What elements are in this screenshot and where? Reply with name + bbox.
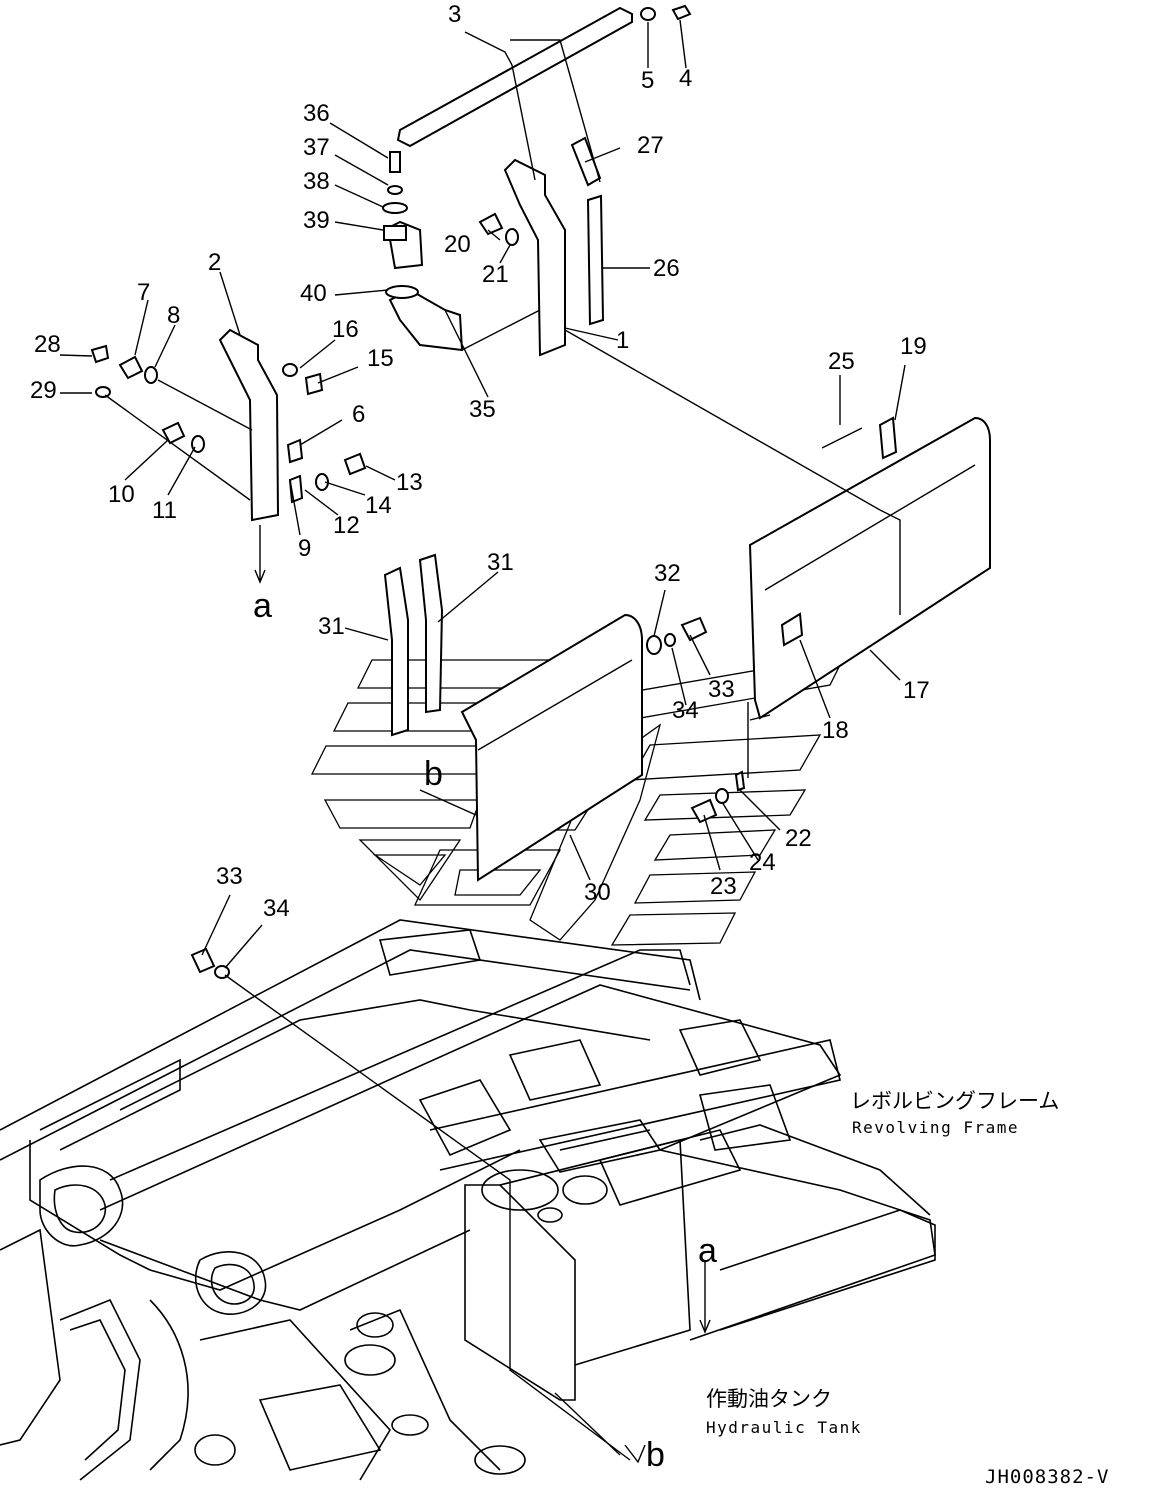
callout-20: 20 bbox=[444, 231, 471, 258]
callout-31-right: 31 bbox=[487, 549, 514, 576]
callout-31-left: 31 bbox=[318, 613, 345, 640]
callout-35: 35 bbox=[469, 396, 496, 423]
revolving-frame-label-en: Revolving Frame bbox=[852, 1118, 1019, 1137]
callout-18: 18 bbox=[822, 717, 849, 744]
hydraulic-tank-label-jp: 作動油タンク bbox=[706, 1387, 832, 1411]
callout-34-upper: 34 bbox=[672, 697, 699, 724]
ref-a-top: a bbox=[253, 587, 272, 625]
callout-12: 12 bbox=[333, 512, 360, 539]
leader-lines bbox=[59, 19, 906, 1464]
callout-21: 21 bbox=[482, 261, 509, 288]
callout-28: 28 bbox=[34, 331, 61, 358]
callout-19: 19 bbox=[900, 333, 927, 360]
hydraulic-tank-label-en: Hydraulic Tank bbox=[706, 1418, 862, 1437]
callout-2: 2 bbox=[208, 249, 221, 276]
callout-15: 15 bbox=[367, 345, 394, 372]
callout-5: 5 bbox=[641, 67, 654, 94]
callout-23: 23 bbox=[710, 873, 737, 900]
component-labels: レボルビングフレーム Revolving Frame 作動油タンク Hydrau… bbox=[706, 1089, 1059, 1437]
callout-38: 38 bbox=[303, 168, 330, 195]
callout-33-lower: 33 bbox=[216, 863, 243, 890]
callout-33-upper: 33 bbox=[708, 676, 735, 703]
callout-27: 27 bbox=[637, 132, 664, 159]
parts-drawing bbox=[90, 4, 991, 979]
ref-b-cover: b bbox=[424, 755, 443, 793]
callout-24: 24 bbox=[749, 849, 776, 876]
callout-40: 40 bbox=[300, 280, 327, 307]
callout-9: 9 bbox=[298, 535, 311, 562]
callout-4: 4 bbox=[679, 65, 692, 92]
revolving-frame-label-jp: レボルビングフレーム bbox=[850, 1089, 1059, 1113]
ref-a-tank: a bbox=[698, 1232, 717, 1270]
callout-10: 10 bbox=[108, 481, 135, 508]
callout-13: 13 bbox=[396, 469, 423, 496]
callout-14: 14 bbox=[365, 492, 392, 519]
callout-17: 17 bbox=[903, 677, 930, 704]
drawing-code: JH008382-V bbox=[985, 1466, 1109, 1488]
callout-labels: 1 2 3 4 5 6 7 8 9 10 11 12 13 14 15 16 1… bbox=[30, 1, 930, 922]
callout-16: 16 bbox=[332, 316, 359, 343]
callout-25: 25 bbox=[828, 348, 855, 375]
reference-letters: a b a b bbox=[253, 587, 717, 1474]
callout-29: 29 bbox=[30, 377, 57, 404]
callout-22: 22 bbox=[785, 825, 812, 852]
ref-b-tank: b bbox=[646, 1436, 665, 1474]
callout-3: 3 bbox=[448, 1, 461, 28]
revolving-frame-drawing bbox=[0, 919, 936, 1481]
callout-11: 11 bbox=[152, 497, 177, 524]
callout-32: 32 bbox=[654, 560, 681, 587]
callout-6: 6 bbox=[352, 401, 365, 428]
callout-34-lower: 34 bbox=[263, 895, 290, 922]
callout-36: 36 bbox=[303, 100, 330, 127]
callout-26: 26 bbox=[653, 255, 680, 282]
callout-37: 37 bbox=[303, 134, 330, 161]
callout-8: 8 bbox=[167, 302, 180, 329]
callout-7: 7 bbox=[137, 279, 150, 306]
callout-39: 39 bbox=[303, 207, 330, 234]
callout-1: 1 bbox=[616, 327, 629, 354]
callout-30: 30 bbox=[584, 879, 611, 906]
